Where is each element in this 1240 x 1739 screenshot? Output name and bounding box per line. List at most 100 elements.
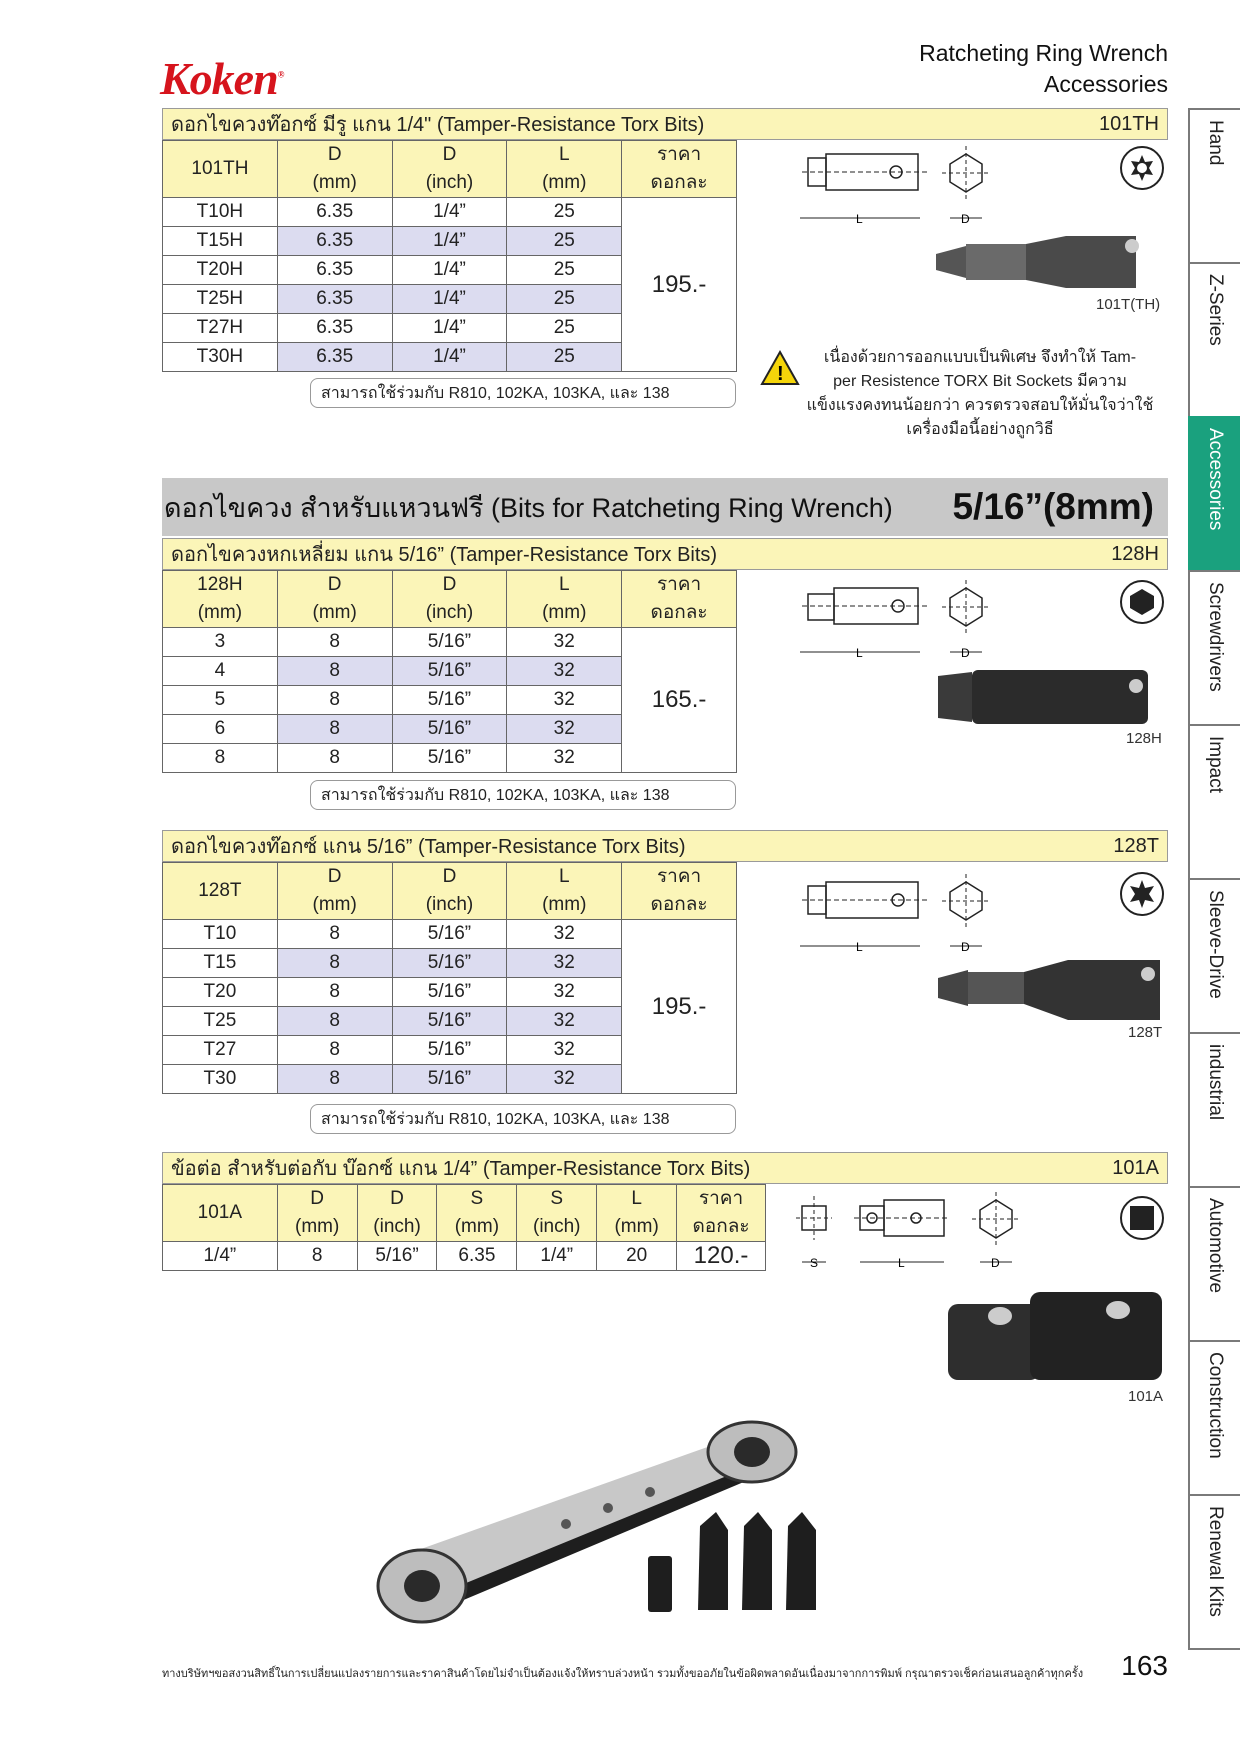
- cell-d-mm: 6.35: [276, 197, 393, 227]
- table-128h: 128H(mm) D(mm) D(inch) L(mm) ราคาดอกละ 3…: [162, 570, 737, 773]
- svg-text:D: D: [961, 212, 970, 226]
- table-header-row: 128T D(mm) D(inch) L(mm) ราคาดอกละ: [162, 862, 737, 920]
- tab-accessories[interactable]: Accessories: [1188, 416, 1240, 572]
- svg-text:L: L: [856, 212, 863, 226]
- cell-d-inch: 5/16”: [391, 685, 508, 715]
- page-title-line1: Ratcheting Ring Wrench: [919, 40, 1168, 66]
- footer-disclaimer: ทางบริษัทฯขอสงวนสิทธิ์ในการเปลี่ยนแปลงรา…: [162, 1668, 1084, 1680]
- cell-l-mm: 32: [506, 1035, 623, 1065]
- tab-automotive[interactable]: Automotive: [1188, 1186, 1240, 1342]
- table-row: T10H 6.35 1/4” 25 195.-: [162, 197, 737, 372]
- col-model: 101TH: [162, 140, 278, 198]
- cell-l-mm: 20: [596, 1241, 678, 1271]
- cell-l-mm: 32: [506, 627, 623, 657]
- cell-l-mm: 32: [506, 656, 623, 686]
- tab-renewal-kits[interactable]: Renewal Kits: [1188, 1494, 1240, 1650]
- section-code: 128T: [1113, 834, 1159, 857]
- table-row: 4 8 5/16” 32: [162, 656, 737, 686]
- cell-d-inch: 1/4”: [391, 197, 508, 227]
- cell-l-mm: 32: [506, 743, 623, 773]
- cell-d-inch: 5/16”: [391, 743, 508, 773]
- col-d-mm: D(mm): [276, 140, 393, 198]
- cell-s-inch: 1/4”: [516, 1241, 598, 1271]
- tab-sleeve-drive[interactable]: Sleeve-Drive: [1188, 878, 1240, 1034]
- cell-d-inch: 1/4”: [391, 255, 508, 285]
- section-title: ดอกไขควงท๊อกซ์ แกน 5/16” (Tamper-Resista…: [171, 836, 686, 858]
- section-title: ดอกไขควงหกเหลี่ยม แกน 5/16” (Tamper-Resi…: [171, 544, 718, 566]
- cell-d-inch: 5/16”: [391, 948, 508, 978]
- cell-d-mm: 8: [276, 627, 393, 657]
- cell-l-mm: 25: [506, 197, 623, 227]
- compat-note: สามารถใช้ร่วมกับ R810, 102KA, 103KA, และ…: [310, 780, 736, 810]
- cell-l-mm: 25: [506, 313, 623, 343]
- torx-icon: [1120, 146, 1164, 190]
- tab-impact[interactable]: Impact: [1188, 724, 1240, 880]
- cell-model: T30: [162, 1064, 278, 1094]
- col-d-inch: D(inch): [356, 1184, 438, 1242]
- cell-l-mm: 32: [506, 1064, 623, 1094]
- bit-dimension-diagram: L D: [800, 874, 990, 954]
- svg-text:L: L: [856, 940, 863, 954]
- cell-price: 165.-: [621, 627, 737, 773]
- section-128t-header: ดอกไขควงท๊อกซ์ แกน 5/16” (Tamper-Resista…: [162, 830, 1168, 862]
- cell-d-inch: 5/16”: [391, 919, 508, 949]
- cell-d-mm: 6.35: [276, 255, 393, 285]
- col-price: ราคาดอกละ: [676, 1184, 766, 1242]
- warning-icon: !: [760, 349, 800, 385]
- col-price: ราคาดอกละ: [621, 140, 737, 198]
- cell-model: 5: [162, 685, 278, 715]
- cell-d-mm: 6.35: [276, 342, 393, 372]
- cell-l-mm: 25: [506, 255, 623, 285]
- section-101th-header: ดอกไขควงท๊อกซ์ มีรู แกน 1/4" (Tamper-Res…: [162, 108, 1168, 140]
- product-label: 101A: [1128, 1388, 1164, 1405]
- table-101th: 101TH D(mm) D(inch) L(mm) ราคาดอกละ T10H…: [162, 140, 737, 372]
- table-row: 3 8 5/16” 32 165.-: [162, 627, 737, 773]
- bit-128t-image: [938, 960, 1160, 1020]
- tab-industrial[interactable]: industrial: [1188, 1032, 1240, 1188]
- tab-z-series[interactable]: Z-Series: [1188, 262, 1240, 418]
- cell-model: 8: [162, 743, 278, 773]
- table-header-row: 101A D(mm) D(inch) S(mm) S(inch) L(mm) ร…: [162, 1184, 766, 1242]
- table-row: 8 8 5/16” 32: [162, 743, 737, 773]
- table-row: T25H 6.35 1/4” 25: [162, 284, 737, 314]
- cell-d-inch: 5/16”: [391, 627, 508, 657]
- cell-d-mm: 8: [276, 743, 393, 773]
- tab-screwdrivers[interactable]: Screwdrivers: [1188, 570, 1240, 726]
- cell-l-mm: 32: [506, 977, 623, 1007]
- cell-d-mm: 8: [276, 685, 393, 715]
- torx-star-icon: [1120, 872, 1164, 916]
- col-model: 101A: [162, 1184, 278, 1242]
- svg-text:S: S: [810, 1256, 818, 1270]
- col-d-mm: D(mm): [276, 570, 393, 628]
- cell-l-mm: 32: [506, 948, 623, 978]
- cell-model: 3: [162, 627, 278, 657]
- cell-model: T20: [162, 977, 278, 1007]
- cell-model: T30H: [162, 342, 278, 372]
- cell-d-mm: 8: [276, 919, 393, 949]
- col-d-mm: D(mm): [276, 862, 393, 920]
- table-row: T27H 6.35 1/4” 25: [162, 313, 737, 343]
- tab-hand[interactable]: Hand: [1188, 108, 1240, 264]
- table-128t: 128T D(mm) D(inch) L(mm) ราคาดอกละ T10 8…: [162, 862, 737, 1094]
- warning-note: เนื่องด้วยการออกแบบเป็นพิเศษ จึงทำให้ Ta…: [806, 349, 1154, 438]
- tab-construction[interactable]: Construction: [1188, 1340, 1240, 1496]
- col-d-inch: D(inch): [391, 140, 508, 198]
- hex-icon: [1120, 580, 1164, 624]
- cell-model: T10H: [162, 197, 278, 227]
- col-l-mm: L(mm): [506, 140, 623, 198]
- compat-note: สามารถใช้ร่วมกับ R810, 102KA, 103KA, และ…: [310, 1104, 736, 1134]
- category-size: 5/16”(8mm): [952, 486, 1154, 527]
- cell-d-inch: 1/4”: [391, 313, 508, 343]
- cell-model: T25: [162, 1006, 278, 1036]
- cell-l-mm: 32: [506, 714, 623, 744]
- product-label: 101T(TH): [1096, 296, 1161, 313]
- bit-101t-image: [936, 236, 1139, 288]
- page-title: Ratcheting Ring Wrench Accessories: [919, 38, 1168, 100]
- compat-note: สามารถใช้ร่วมกับ R810, 102KA, 103KA, และ…: [310, 378, 736, 408]
- cell-l-mm: 25: [506, 226, 623, 256]
- table-101a: 101A D(mm) D(inch) S(mm) S(inch) L(mm) ร…: [162, 1184, 766, 1271]
- cell-model: T15: [162, 948, 278, 978]
- cell-model: T27H: [162, 313, 278, 343]
- section-code: 101A: [1112, 1156, 1159, 1179]
- col-s-inch: S(inch): [516, 1184, 598, 1242]
